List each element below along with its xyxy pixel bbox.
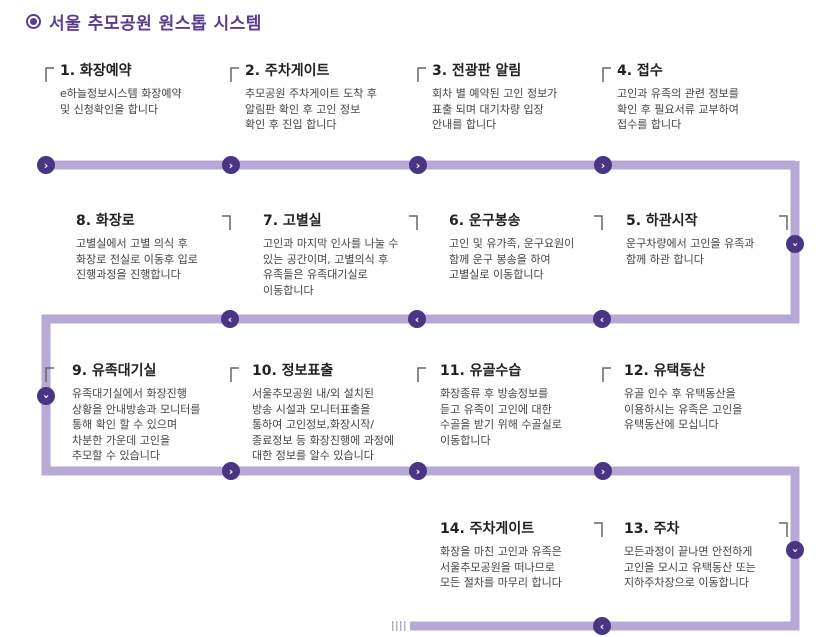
step-6-desc: 고인 및 유가족, 운구요원이 함께 운구 봉송을 하여 고별실로 이동합니다 (449, 237, 575, 281)
step-11-title: 11. 유골수습 (440, 363, 522, 379)
step-12: 12. 유택동산 유골 인수 후 유택동산을 이용하시는 유족은 고인을 유택동… (624, 360, 794, 433)
step-12-desc: 유골 인수 후 유택동산을 이용하시는 유족은 고인을 유택동산에 모십니다 (624, 387, 743, 431)
step-4: 4. 접수 고인과 유족의 관련 정보를 확인 후 필요서류 교부하여 접수를 … (617, 60, 787, 133)
step-7-title: 7. 고별실 (263, 213, 322, 229)
chevron-left-icon: ‹ (593, 310, 611, 328)
step-13-desc: 모든과정이 끝나면 안전하게 고인을 모시고 유택동산 또는 지하주차장으로 이… (624, 545, 756, 589)
chevron-left-icon: ‹ (221, 310, 239, 328)
chevron-right-icon: › (594, 156, 612, 174)
step-13-title: 13. 주차 (624, 521, 680, 537)
step-10-title: 10. 정보표출 (252, 363, 334, 379)
step-13: 13. 주차 모든과정이 끝나면 안전하게 고인을 모시고 유택동산 또는 지하… (624, 518, 794, 591)
step-14-desc: 화장을 마친 고인과 유족은 서울추모공원을 떠나므로 모든 절차를 마무리 합… (440, 545, 562, 589)
chevron-down-icon: › (37, 387, 55, 405)
step-8-desc: 고별실에서 고별 의식 후 화장로 전실로 이동후 입로 진행과정을 진행합니다 (76, 237, 198, 281)
chevron-right-icon: › (594, 462, 612, 480)
step-5-desc: 운구차량에서 고인을 유족과 함께 하관 합니다 (626, 237, 755, 266)
step-1: 1. 화장예약 e하늘정보시스템 화장예약 및 신청확인을 합니다 (60, 60, 230, 117)
chevron-left-icon: ‹ (408, 310, 426, 328)
step-2-title: 2. 주차게이트 (245, 63, 330, 79)
chevron-right-icon: › (222, 156, 240, 174)
header: 서울 추모공원 원스톱 시스템 (26, 8, 262, 34)
step-11-desc: 화장종류 후 방송정보를 듣고 유족이 고인에 대한 수골을 받기 위해 수골실… (440, 387, 562, 447)
step-8: 8. 화장로 고별실에서 고별 의식 후 화장로 전실로 이동후 입로 진행과정… (76, 210, 246, 283)
chevron-left-icon: ‹ (593, 617, 611, 635)
chevron-right-icon: › (409, 156, 427, 174)
step-11: 11. 유골수습 화장종류 후 방송정보를 듣고 유족이 고인에 대한 수골을 … (440, 360, 610, 448)
step-2: 2. 주차게이트 추모공원 주차게이트 도착 후 알림판 확인 후 고인 정보 … (245, 60, 415, 133)
title-bullet-icon (26, 13, 41, 29)
page-title: 서울 추모공원 원스톱 시스템 (49, 13, 262, 34)
step-9-desc: 유족대기실에서 화장진행 상황을 안내방송과 모니터를 통해 확인 할 수 있으… (72, 387, 201, 462)
step-8-title: 8. 화장로 (76, 213, 135, 229)
chevron-right-icon: › (222, 462, 240, 480)
step-3: 3. 전광판 알림 회차 별 예약된 고인 정보가 표출 되며 대기차량 입장 … (432, 60, 602, 133)
step-1-desc: e하늘정보시스템 화장예약 및 신청확인을 합니다 (60, 87, 182, 116)
step-1-title: 1. 화장예약 (60, 63, 132, 79)
step-12-title: 12. 유택동산 (624, 363, 706, 379)
step-4-title: 4. 접수 (617, 63, 663, 79)
step-10-desc: 서울추모공원 내/외 설치된 방송 시설과 모니터표출을 통하여 고인정보,화장… (252, 387, 395, 462)
step-3-title: 3. 전광판 알림 (432, 63, 522, 79)
step-5: 5. 하관시작 운구차량에서 고인을 유족과 함께 하관 합니다 (626, 210, 796, 267)
step-3-desc: 회차 별 예약된 고인 정보가 표출 되며 대기차량 입장 안내를 합니다 (432, 87, 558, 131)
step-9: 9. 유족대기실 유족대기실에서 화장진행 상황을 안내방송과 모니터를 통해 … (72, 360, 242, 464)
step-9-title: 9. 유족대기실 (72, 363, 157, 379)
chevron-down-icon: › (786, 541, 804, 559)
chevron-down-icon: › (786, 235, 804, 253)
step-10: 10. 정보표출 서울추모공원 내/외 설치된 방송 시설과 모니터표출을 통하… (252, 360, 422, 464)
step-5-title: 5. 하관시작 (626, 213, 698, 229)
step-2-desc: 추모공원 주차게이트 도착 후 알림판 확인 후 고인 정보 확인 후 진입 합… (245, 87, 377, 131)
step-4-desc: 고인과 유족의 관련 정보를 확인 후 필요서류 교부하여 접수를 합니다 (617, 87, 739, 131)
step-6: 6. 운구봉송 고인 및 유가족, 운구요원이 함께 운구 봉송을 하여 고별실… (449, 210, 619, 283)
step-14: 14. 주차게이트 화장을 마친 고인과 유족은 서울추모공원을 떠나므로 모든… (440, 518, 610, 591)
step-7: 7. 고별실 고인과 마지막 인사를 나눌 수 있는 공간이며, 고별의식 후 … (263, 210, 433, 298)
step-7-desc: 고인과 마지막 인사를 나눌 수 있는 공간이며, 고별의식 후 유족들은 유족… (263, 237, 399, 297)
chevron-right-icon: › (409, 462, 427, 480)
step-14-title: 14. 주차게이트 (440, 521, 535, 537)
chevron-right-icon: › (37, 156, 55, 174)
step-6-title: 6. 운구봉송 (449, 213, 521, 229)
